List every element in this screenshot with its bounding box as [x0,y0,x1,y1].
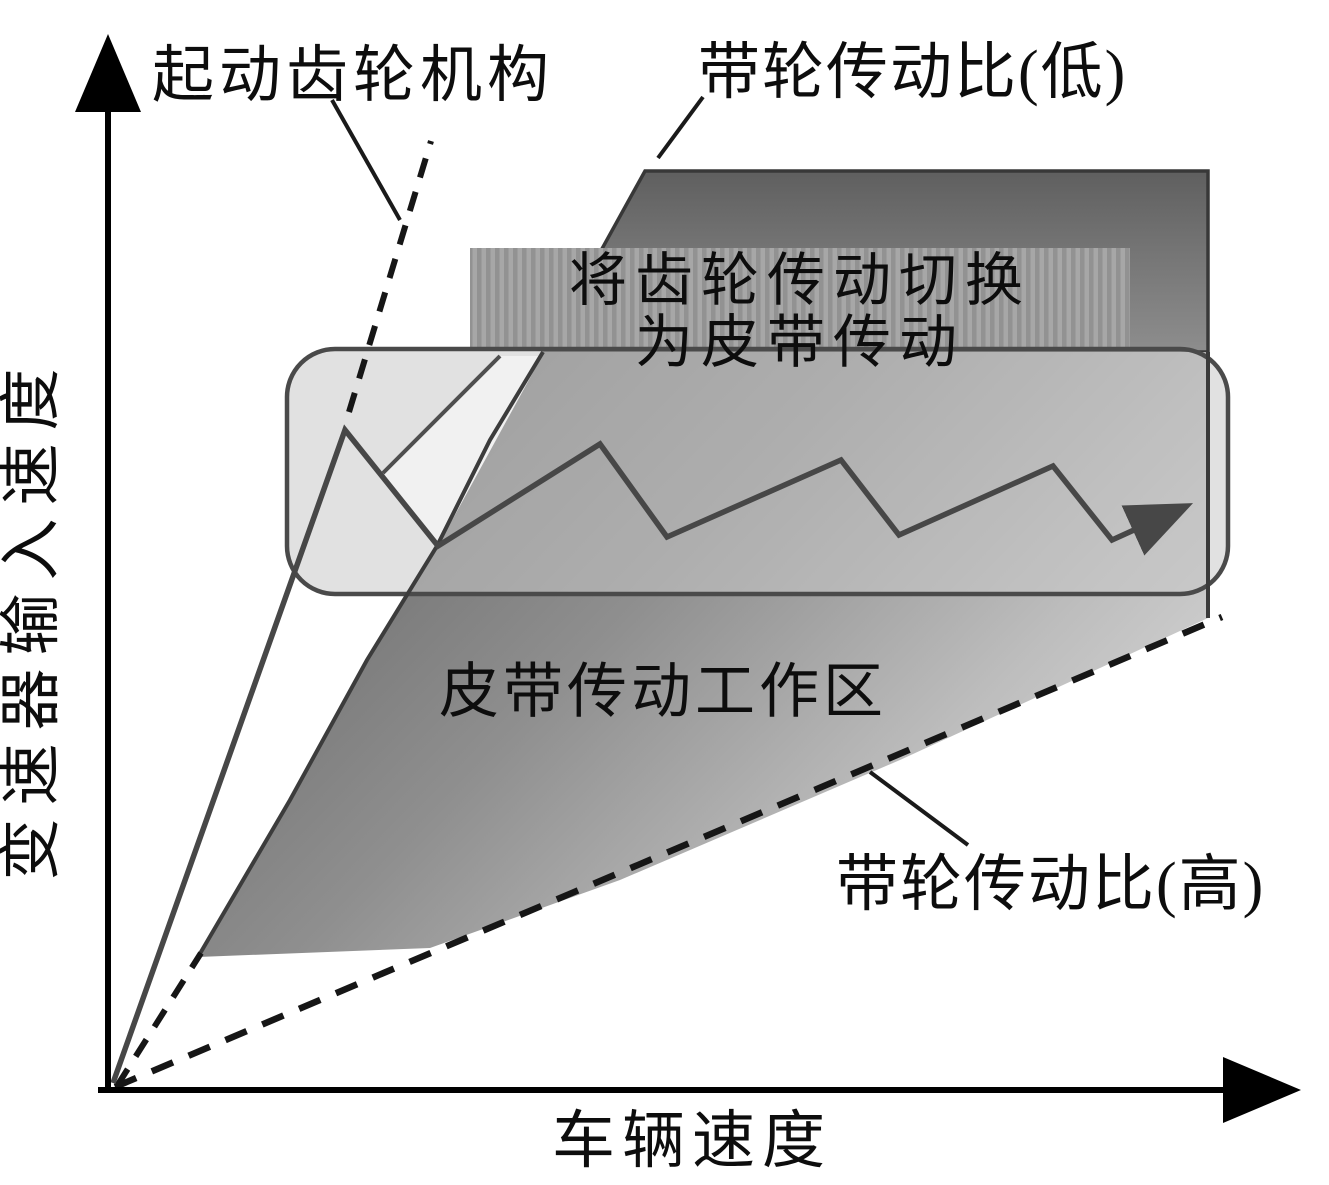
label-pulley-ratio-high: 带轮传动比(高) [836,851,1265,919]
label-switch-line1: 将齿轮传动切换 [569,248,1031,313]
operating-band-rounded-rect [284,346,1231,597]
label-start-gear: 起动齿轮机构 [152,42,554,110]
high-ratio-dashed-line [113,614,1224,1090]
leader-pulley-high [868,770,970,847]
label-belt-zone: 皮带传动工作区 [439,659,887,725]
gear-ratio-dashed-line-upper [346,140,434,413]
driving-trajectory-zigzag [110,424,1194,1084]
x-axis-label: 车辆速度 [552,1106,832,1176]
label-pulley-ratio-low: 带轮传动比(低) [698,39,1127,107]
y-axis-label: 变速器输入速度 [0,355,66,880]
leader-start-gear [330,99,402,221]
switch-caption-box [470,248,1130,347]
switch-wedge [383,356,542,546]
belt-region-left-edge [196,350,545,959]
switch-jump-line [381,354,502,475]
leader-pulley-low [656,95,705,160]
gear-ratio-dashed-line-lower [114,951,204,1088]
label-switch-line2: 为皮带传动 [635,310,965,375]
